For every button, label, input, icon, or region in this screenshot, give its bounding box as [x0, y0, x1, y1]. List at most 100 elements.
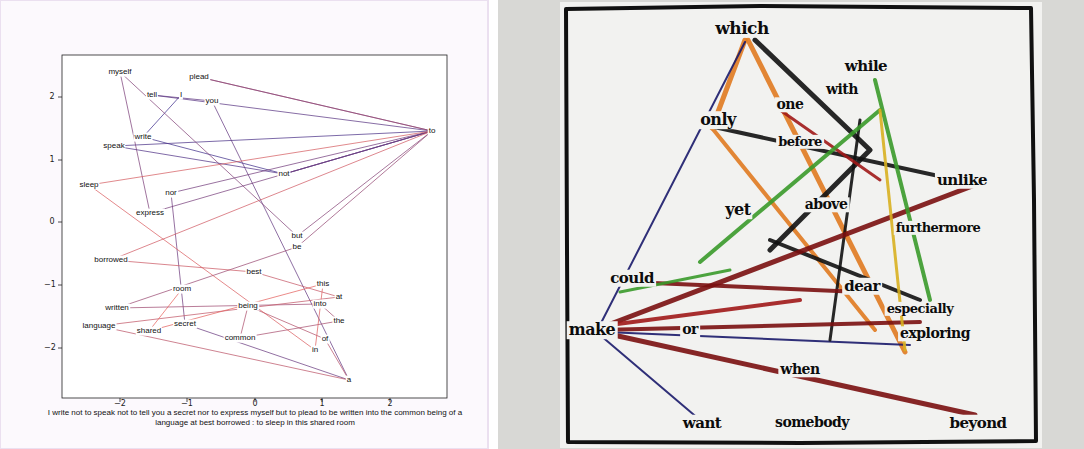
word-label: into [313, 300, 328, 309]
painted-word: while [843, 58, 889, 75]
canvas-ground [560, 2, 1042, 448]
word-label: sleep [78, 181, 99, 190]
plot-line [199, 77, 432, 131]
plot-caption: I write not to speak not to tell you a s… [45, 408, 465, 428]
plot-line [199, 77, 432, 131]
word-label: secret [173, 320, 197, 329]
tick-label: 2 [387, 400, 392, 409]
painted-word: one [775, 97, 806, 112]
tick-label: 0 [252, 400, 257, 409]
word-label: write [134, 133, 153, 142]
painted-word: exploring [898, 326, 972, 341]
plot-line [117, 304, 320, 308]
paint-stroke [600, 332, 975, 415]
painted-word: dear [842, 278, 882, 295]
word-label: plead [188, 73, 210, 82]
word-label: of [321, 335, 330, 344]
word-label: myself [107, 68, 132, 77]
painted-word: when [778, 362, 821, 377]
painted-border [566, 6, 1036, 443]
painted-word: furthermore [894, 221, 983, 235]
plot-line [254, 272, 339, 297]
tick-label: −2 [44, 344, 56, 353]
word-label: but [290, 232, 303, 241]
tick-mark [58, 160, 62, 161]
plot-line [185, 324, 349, 380]
painted-word: especially [885, 302, 956, 316]
plot-line [297, 131, 432, 236]
plot-line [89, 131, 432, 185]
word-label: be [292, 243, 303, 252]
painted-word: or [680, 322, 700, 337]
tick-label: −2 [114, 400, 126, 409]
painted-word: with [824, 82, 860, 97]
plot-line [99, 297, 339, 326]
plot-line [111, 260, 254, 272]
painted-word: make [567, 321, 618, 339]
plot-line [171, 193, 185, 324]
tick-label: 1 [49, 156, 54, 165]
painted-word: unlike [935, 172, 989, 189]
word-label: a [346, 376, 352, 385]
paint-stroke [610, 300, 800, 325]
word-label: I [179, 91, 183, 100]
plot-line [150, 131, 432, 213]
paint-stroke [700, 110, 880, 262]
tick-label: 0 [49, 218, 54, 227]
word-label: nor [164, 189, 178, 198]
word-label: this [316, 280, 330, 289]
photo-ground [498, 0, 1084, 449]
word-label: the [332, 317, 345, 326]
word-label: written [104, 304, 130, 313]
word-label: being [237, 302, 259, 311]
plot-line [117, 247, 297, 308]
word-label: tell [146, 91, 158, 100]
word-label: at [335, 293, 344, 302]
painted-word: somebody [773, 415, 851, 430]
tick-mark [58, 348, 62, 349]
word-label: to [428, 127, 437, 136]
plot-line [248, 306, 325, 339]
tick-mark [58, 222, 62, 223]
plot-line [111, 131, 432, 260]
tick-label: 1 [319, 400, 324, 409]
plot-line [297, 131, 432, 247]
word-label: best [245, 268, 262, 277]
plot-line [114, 146, 284, 174]
plot-line [143, 95, 181, 137]
plot-figure-ground [0, 0, 488, 449]
plot-line [99, 326, 349, 380]
plot-line [149, 284, 323, 331]
plot-axes-box [62, 55, 447, 398]
word-label: in [311, 346, 319, 355]
painted-word: only [698, 111, 738, 129]
painted-word: yet [723, 201, 752, 219]
painted-word: above [803, 197, 850, 212]
plot-line [143, 137, 284, 174]
word-label: you [205, 97, 220, 106]
plot-lines [89, 72, 432, 380]
tick-mark [58, 285, 62, 286]
paint-stroke [875, 80, 930, 300]
plot-line [212, 101, 349, 380]
word-label: speak [102, 142, 125, 151]
paint-stroke [600, 322, 920, 330]
plot-line [152, 95, 432, 131]
tick-label: 2 [49, 93, 54, 102]
word-label: common [224, 334, 257, 343]
painted-word: could [608, 270, 656, 287]
word-label: express [135, 209, 165, 218]
tick-label: −1 [181, 400, 193, 409]
tick-label: −1 [44, 281, 56, 290]
word-label: language [82, 322, 117, 331]
painted-word: before [776, 135, 824, 149]
painted-word: beyond [947, 415, 1008, 432]
plot-line [325, 339, 349, 380]
word-label: borrowed [93, 256, 128, 265]
painted-word: which [713, 19, 771, 38]
paint-stroke [600, 335, 700, 420]
tick-marks [58, 97, 390, 402]
painted-word: want [681, 415, 723, 432]
word-label: shared [136, 327, 162, 336]
